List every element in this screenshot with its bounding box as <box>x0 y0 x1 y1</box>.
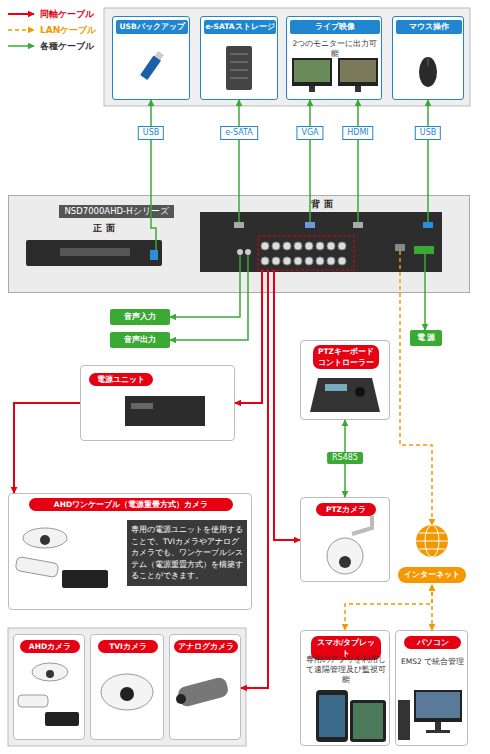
device-card: PTZキーボード コントローラー <box>300 340 390 420</box>
node-title: AHDワンケーブル（電源重畳方式）カメラ <box>29 498 233 511</box>
device-card: PTZカメラ <box>300 497 390 582</box>
cable-connector <box>170 293 240 317</box>
legend-text: 各種ケーブル <box>40 40 94 52</box>
node-title: パソコン <box>404 636 461 649</box>
device-box: ライブ映像 2つのモニターに出力可能 <box>286 16 382 100</box>
node-title: AHDカメラ <box>20 640 80 653</box>
globe <box>416 525 448 557</box>
device-card: スマホ/タブレット専用のアプリを利用して遠隔管理及び監視可能 <box>300 630 390 746</box>
node-title: e-SATAストレージ <box>204 20 276 34</box>
node-text: 正 面 <box>79 223 129 234</box>
cable-label: HDMI <box>342 126 373 140</box>
cable-label: USB <box>415 126 441 140</box>
legend-text: LANケーブル <box>40 24 96 36</box>
node-title: ライブ映像 <box>290 20 380 34</box>
network-node: インターネット <box>398 525 466 585</box>
node-title: アナログカメラ <box>174 640 238 653</box>
node-text: 背 面 <box>297 199 347 210</box>
cable-label: RS485 <box>327 452 363 464</box>
port-box: 電 源 <box>410 330 442 346</box>
node-title: NSD7000AHD-Hシリーズ <box>59 205 174 218</box>
cable-connector <box>400 293 432 525</box>
camera-panel <box>8 628 246 746</box>
camera-card: AHDカメラ <box>13 634 85 740</box>
port-box: 音声入力 <box>110 309 170 325</box>
node-title: TVIカメラ <box>98 640 158 653</box>
globe-parallel <box>419 549 445 550</box>
cable-connector <box>431 585 433 630</box>
node-title: PTZカメラ <box>316 503 376 516</box>
node-title: 電 源 <box>410 332 442 344</box>
cable-connector <box>424 293 426 330</box>
device-card: パソコン EMS2 で統合管理 <box>395 630 468 746</box>
cable-label: USB <box>138 126 164 140</box>
node-title: PTZキーボード コントローラー <box>313 345 379 369</box>
node-title: マウス操作 <box>396 20 462 34</box>
cable-connector <box>274 293 300 540</box>
device-box: マウス操作 <box>392 16 464 100</box>
device-box: e-SATAストレージ <box>200 16 278 100</box>
globe-meridian <box>425 525 439 557</box>
node-text: 専用のアプリを利用して遠隔管理及び監視可能 <box>306 655 386 685</box>
device-box: USBバックアップ <box>112 16 190 100</box>
port-box: 音声出力 <box>110 332 170 348</box>
camera-card: TVIカメラ <box>90 634 164 740</box>
legend-sample <box>8 13 34 15</box>
node-title: USBバックアップ <box>116 20 188 34</box>
cable-connector <box>170 293 248 340</box>
cable-connector <box>357 100 359 195</box>
legend-text: 同軸ケーブル <box>40 8 94 20</box>
camera-card: アナログカメラ <box>169 634 241 740</box>
node-title: 音声入力 <box>110 311 170 323</box>
cable-connector <box>235 293 262 403</box>
cable-connector <box>427 100 429 195</box>
legend-sample <box>8 45 34 47</box>
device-card: AHDワンケーブル（電源重畳方式）カメラ専用の電源ユニットを使用することで、TV… <box>8 493 252 610</box>
cable-connector <box>241 293 268 688</box>
node-title: インターネット <box>398 567 466 583</box>
cable-connector <box>238 100 240 195</box>
cable-connector <box>14 403 80 493</box>
cable-connector <box>309 100 311 195</box>
node-text: EMS2 で統合管理 <box>399 657 466 667</box>
device-panel <box>104 8 470 106</box>
node-text: 専用の電源ユニットを使用することで、TVIカメラやアナログカメラでも、ワンケーブ… <box>127 520 247 586</box>
cable-connector <box>345 585 432 630</box>
globe-equator <box>416 541 448 542</box>
node-text: 2つのモニターに出力可能 <box>290 39 380 59</box>
node-title: 電源ユニット <box>89 373 153 386</box>
device-card: 電源ユニット <box>80 365 235 441</box>
cable-label: VGA <box>296 126 323 140</box>
legend-sample <box>8 29 34 31</box>
cable-label: e-SATA <box>220 126 258 140</box>
cable-connector <box>150 100 152 195</box>
globe-parallel <box>419 533 445 534</box>
recorder-panel: NSD7000AHD-Hシリーズ正 面 背 面 <box>8 195 470 293</box>
node-title: 音声出力 <box>110 334 170 346</box>
